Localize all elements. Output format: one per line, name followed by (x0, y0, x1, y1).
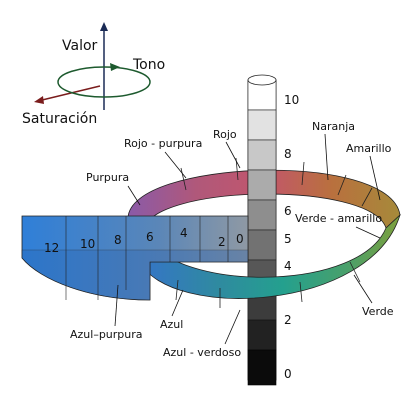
saturation-tick-4: 4 (180, 226, 188, 240)
axes-indicator: Valor Tono Saturación (22, 22, 165, 127)
value-tick-2: 2 (284, 313, 292, 327)
hue-rotation-ellipse (57, 66, 151, 98)
value-step-8 (247, 139, 277, 171)
value-cylinder (247, 74, 277, 386)
value-tick-4: 4 (284, 259, 292, 273)
value-tick-10: 10 (284, 93, 299, 107)
value-step-9 (247, 109, 277, 141)
value-step-7 (247, 169, 277, 201)
saturation-arrow-icon (34, 96, 44, 104)
saturation-tick-8: 8 (114, 233, 122, 247)
saturation-tick-12: 12 (44, 241, 59, 255)
value-axis-label: Valor (62, 38, 98, 54)
hue-labels: Rojo Rojo - purpura Purpura Naranja Amar… (70, 120, 394, 359)
saturation-axis-line (37, 85, 101, 102)
hue-label-rojo: Rojo (213, 128, 237, 141)
hue-label-azul-purpura: Azul–purpura (70, 328, 143, 341)
saturation-axis-label: Saturación (22, 111, 97, 127)
value-step-5 (247, 229, 277, 261)
hue-label-verde-amarillo: Verde - amarillo (295, 212, 382, 225)
hue-axis-label: Tono (132, 57, 165, 73)
saturation-tick-10: 10 (80, 237, 95, 251)
hue-label-purpura: Purpura (86, 171, 129, 184)
hue-ring-front (139, 213, 401, 308)
saturation-tick-6: 6 (146, 230, 154, 244)
hue-label-naranja: Naranja (312, 120, 355, 133)
saturation-scale: 12 10 8 6 4 2 0 (44, 226, 244, 255)
value-tick-6: 6 (284, 204, 292, 218)
value-tick-8: 8 (284, 147, 292, 161)
value-arrow-icon (100, 22, 108, 31)
saturation-tick-2: 2 (218, 235, 226, 249)
value-scale: 10 8 6 5 4 2 0 (284, 93, 299, 381)
hue-label-amarillo: Amarillo (346, 142, 392, 155)
value-step-6 (247, 199, 277, 231)
hue-arrow-icon (110, 63, 120, 71)
saturation-tick-0: 0 (236, 232, 244, 246)
value-tick-0: 0 (284, 367, 292, 381)
hue-label-azul-verdoso: Azul - verdoso (163, 346, 241, 359)
value-step-1 (247, 349, 277, 386)
hue-label-verde: Verde (362, 305, 394, 318)
cylinder-top-cap (247, 74, 277, 86)
saturation-slab (21, 215, 249, 301)
hue-label-azul: Azul (160, 318, 183, 331)
hue-label-rojo-purpura: Rojo - purpura (124, 137, 202, 150)
value-step-2 (247, 319, 277, 351)
value-tick-5: 5 (284, 232, 292, 246)
